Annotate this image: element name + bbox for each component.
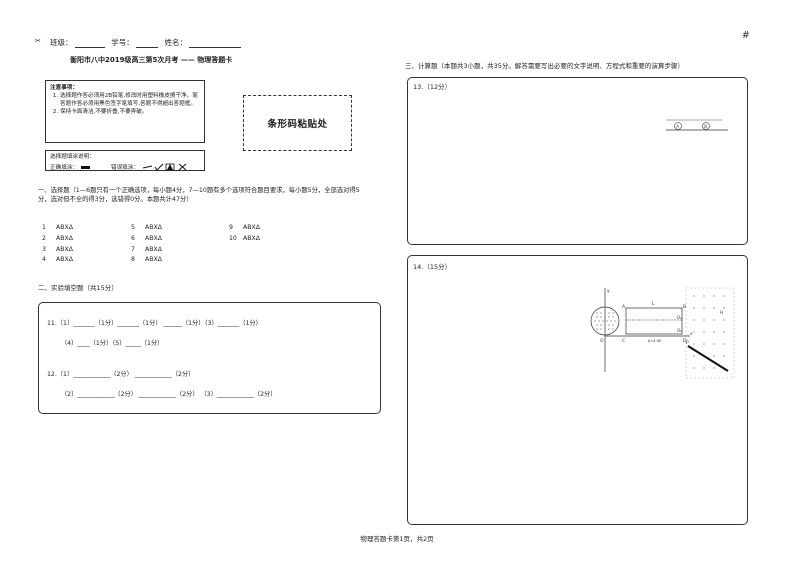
fig14-label-p: P xyxy=(686,340,689,346)
notice-item: 选择题作答必须用2B铅笔,修改时用塑料橡皮擦干净。笔答题作答必须用黑色签字笔填写… xyxy=(60,92,200,108)
fig14-label-b: B xyxy=(683,304,686,310)
page-hash-mark: # xyxy=(741,30,750,41)
notice-title: 注意事项： xyxy=(50,85,78,91)
q14-answer-box[interactable]: 14.（15分） y A B L O x C D O₁ O₂ b=4.5E xyxy=(407,255,748,525)
wrong-marks-icon xyxy=(142,163,187,171)
q12-line-2[interactable]: （2）____________（2分） ____________（2分） （3）… xyxy=(61,391,277,398)
section1-title: 一、选择题（1—6题只有一个正确选项，每小题4分，7—10题有多个选项符合题目要… xyxy=(38,187,360,203)
barcode-label: 条形码粘贴处 xyxy=(267,119,328,130)
q13-figure: A B xyxy=(666,119,728,131)
fig14-label-d: D xyxy=(683,338,687,344)
name-field[interactable] xyxy=(189,39,242,48)
q13-label: 13.（12分） xyxy=(413,83,452,91)
correct-mark-icon xyxy=(80,165,90,169)
experiment-answer-box[interactable]: 11.（1）_______（1分）_______（1分） ______（1分）（… xyxy=(38,302,381,414)
correct-fill-label: 正确填涂： xyxy=(50,165,78,171)
notice-item: 保持卡面清洁,不要折叠,不要弄破。 xyxy=(60,108,200,116)
student-id-field[interactable] xyxy=(135,39,158,48)
fig14-label-b-value: b=4.5E xyxy=(648,339,662,343)
wrong-fill-label: 错误填涂： xyxy=(110,165,139,171)
scissor-icon: ✂ xyxy=(35,37,41,45)
student-id-label: 学号： xyxy=(111,38,134,47)
class-field[interactable] xyxy=(74,39,105,48)
fig14-label-h: H xyxy=(720,310,723,316)
fig14-label-a: A xyxy=(622,304,626,310)
fig14-label-l: L xyxy=(652,301,655,307)
q12-line-1[interactable]: 12.（1）____________（2分） ____________（2分） xyxy=(47,371,195,378)
section2-title: 二、实验填空题（共15分） xyxy=(38,284,118,292)
fig14-label-y: y xyxy=(607,289,610,294)
fill-title: 选择题填涂说明： xyxy=(50,154,95,160)
q11-line-1[interactable]: 11.（1）_______（1分）_______（1分） ______（1分）（… xyxy=(47,320,262,327)
fig13-label-a: A xyxy=(676,124,679,129)
fig14-label-o: O xyxy=(600,338,604,344)
fig14-label-x: x xyxy=(690,332,693,337)
fig14-label-o2: O₂ xyxy=(677,328,682,333)
barcode-area: 条形码粘贴处 xyxy=(243,95,352,151)
fig14-label-o1: O₁ xyxy=(677,315,682,320)
fill-instructions: 选择题填涂说明： 正确填涂： 错误填涂： xyxy=(45,150,205,171)
name-label: 姓名： xyxy=(164,38,188,47)
section3-title: 三、计算题（本题共3小题，共35分。解答需要写出必要的文字说明、方程式和重要的演… xyxy=(405,62,684,70)
q11-line-2[interactable]: （4）____（1分）（5）_____（1分） xyxy=(61,340,164,347)
fig13-label-b: B xyxy=(704,124,707,129)
fig14-label-c: C xyxy=(622,338,625,344)
q14-label: 14.（15分） xyxy=(413,263,452,271)
exam-title: 衡阳市八中2019级高三第5次月考 —— 物理答题卡 xyxy=(70,56,233,64)
student-info-row: 班级： 学号： 姓名： xyxy=(50,37,243,48)
q14-figure: y A B L O x C D O₁ O₂ b=4.5E xyxy=(590,287,735,379)
notice-box: 注意事项： 选择题作答必须用2B铅笔,修改时用塑料橡皮擦干净。笔答题作答必须用黑… xyxy=(45,80,205,143)
q13-answer-box[interactable]: 13.（12分） A B xyxy=(407,77,748,245)
page-footer: 物理答题卡第1页，共2页 xyxy=(360,535,434,543)
class-label: 班级： xyxy=(50,38,73,47)
